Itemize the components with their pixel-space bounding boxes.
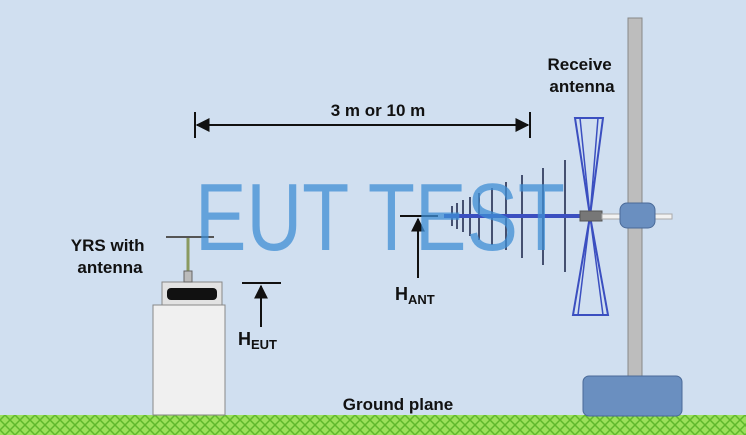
antenna-mast (627, 17, 643, 381)
antenna-height-dimension: HANT (395, 215, 438, 307)
antenna-clamp (619, 202, 656, 229)
mast-base (582, 375, 683, 417)
eut-label: YRS with antenna (71, 236, 149, 277)
watermark: EUT TEST (195, 164, 565, 271)
receive-antenna (444, 117, 673, 316)
eut-table (152, 304, 226, 416)
eut (152, 236, 226, 416)
h-ant-label: HANT (395, 284, 435, 307)
eut-height-dimension: HEUT (238, 282, 281, 352)
h-eut-label: HEUT (238, 329, 277, 352)
ground-plane-label: Ground plane (343, 395, 454, 414)
distance-dimension: 3 m or 10 m (194, 101, 531, 138)
receive-antenna-label: Receive antenna (547, 55, 616, 96)
ground-plane (0, 415, 746, 435)
distance-label: 3 m or 10 m (331, 101, 426, 120)
